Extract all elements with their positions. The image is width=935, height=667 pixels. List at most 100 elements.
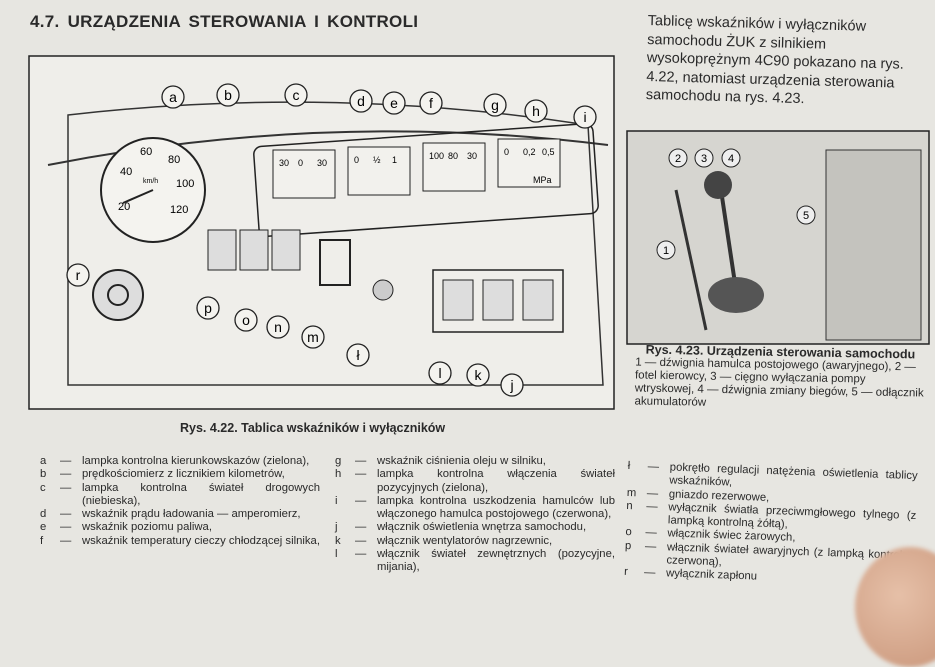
- legend-item: e—wskaźnik poziomu paliwa,: [40, 521, 320, 534]
- legend-dash: —: [60, 468, 72, 481]
- legend-key: p: [624, 539, 632, 552]
- legend-item: f—wskaźnik temperatury cieczy chłodzącej…: [40, 535, 320, 548]
- callout-circle: [196, 296, 220, 320]
- legend-dash: —: [60, 508, 72, 521]
- caption-body: 1 — dźwignia hamulca postojowego (awaryj…: [634, 356, 924, 409]
- intro-paragraph: Tablicę wskaźników i wyłączników samocho…: [645, 12, 905, 108]
- legend-text: lampka kontrolna świateł drogowych (nieb…: [82, 481, 320, 507]
- legend-item: k—włącznik wentylatorów nagrzewnic,: [335, 535, 615, 548]
- gauge-scale-label: 30: [279, 158, 289, 168]
- legend-item: j — włącznik oświetlenia wnętrza samochodu…: [335, 521, 615, 534]
- legend-text: włącznik świateł zewnętrznych (pozycyjne…: [377, 548, 615, 574]
- gauge: [497, 138, 561, 188]
- legend-dash: —: [644, 540, 657, 553]
- callout-label: 5: [803, 210, 809, 222]
- legend-dash: —: [355, 468, 367, 481]
- gauge: [272, 149, 336, 199]
- callout-circle: [382, 91, 406, 115]
- gauge-scale-label: 0,5: [542, 147, 555, 157]
- legend-key: d: [40, 508, 47, 521]
- legend-column-2: g—wskaźnik ciśnienia oleju w silniku,h—l…: [335, 455, 615, 575]
- legend-key: i: [335, 494, 338, 507]
- gauge-scale-label: 0: [504, 147, 509, 157]
- legend-dash: —: [355, 534, 367, 547]
- callout-label: i: [583, 109, 586, 125]
- speedo-tick: 120: [170, 204, 188, 216]
- callout-circle: [161, 85, 185, 109]
- legend-item: i—lampka kontrolna uszkodzenia hamulców …: [335, 495, 615, 522]
- callout-label: f: [429, 95, 433, 111]
- gauge-scale-label: 1: [392, 155, 397, 165]
- legend-dash: —: [355, 521, 367, 534]
- legend-item: h—lampka kontrolna włączenia świateł poz…: [335, 468, 615, 495]
- callout-label: k: [475, 367, 483, 383]
- callout-circle: [216, 83, 240, 107]
- legend-item: b—prędkościomierz z licznikiem kilometró…: [40, 468, 320, 481]
- figure-caption-4-23: Rys. 4.23. Urządzenia sterowania samocho…: [634, 343, 925, 413]
- gauge-scale-label: 100: [429, 151, 444, 161]
- callout-label: g: [491, 97, 499, 113]
- legend-text: lampka kontrolna uszkodzenia hamulców lu…: [377, 494, 615, 521]
- callout-circle: [301, 325, 325, 349]
- legend-dash: —: [646, 487, 659, 500]
- callout-label: d: [357, 93, 365, 109]
- callout-label: 4: [728, 153, 734, 165]
- legend-key: ł: [627, 460, 631, 473]
- callout-circle: [466, 363, 490, 387]
- legend-key: b: [40, 468, 47, 481]
- legend-key: a: [40, 455, 47, 467]
- legend-text: włącznik wentylatorów nagrzewnic,: [377, 534, 553, 547]
- callout-circle: [656, 240, 676, 260]
- callout-circle: [483, 93, 507, 117]
- callout-label: j: [509, 377, 513, 393]
- gauge-scale-label: 80: [448, 151, 458, 161]
- callout-label: o: [242, 312, 250, 328]
- legend-text: włącznik oświetlenia wnętrza samochodu,: [377, 521, 587, 534]
- legend-key: r: [623, 566, 629, 579]
- legend-text: wskaźnik prądu ładowania — amperomierz,: [82, 508, 301, 521]
- speedo-tick: 40: [120, 166, 132, 178]
- gauge-scale-label: 0,2: [523, 147, 536, 157]
- gauge-unit: MPa: [533, 175, 552, 185]
- gauge-scale-label: 0: [354, 155, 359, 165]
- legend-dash: —: [60, 481, 72, 494]
- legend-item: c — lampka kontrolna świateł drogowych (ni…: [40, 482, 320, 509]
- gauge-scale-label: 0: [298, 158, 303, 168]
- callout-circle: [234, 308, 258, 332]
- legend-key: c: [40, 481, 46, 494]
- callout-label: m: [307, 329, 319, 345]
- legend-key: f: [40, 534, 44, 547]
- callout-label: a: [169, 89, 177, 105]
- legend-text: lampka kontrolna kierunkowskazów (zielon…: [82, 455, 310, 467]
- callout-circle: [419, 91, 443, 115]
- gauge-scale-label: ½: [373, 155, 381, 165]
- callout-circle: [694, 148, 714, 168]
- callout-circle: [346, 343, 370, 367]
- callout-label: e: [390, 95, 398, 111]
- speedo-unit: km/h: [143, 178, 158, 185]
- callout-label: ł: [356, 347, 360, 363]
- legend-key: n: [626, 499, 633, 513]
- legend-key: l: [335, 548, 338, 561]
- legend-item: a—lampka kontrolna kierunkowskazów (ziel…: [40, 455, 320, 468]
- callout-circle: [796, 205, 816, 225]
- callout-circle: [573, 105, 597, 129]
- callout-circle: [284, 83, 308, 107]
- legend-key: j: [335, 521, 338, 534]
- legend-dash: —: [645, 527, 657, 540]
- callout-label: l: [438, 365, 441, 381]
- legend-key: h: [335, 468, 342, 481]
- callout-label: c: [293, 87, 300, 103]
- legend-key: g: [335, 455, 342, 467]
- gauge-scale-label: 30: [317, 158, 327, 168]
- legend-text: wskaźnik ciśnienia oleju w silniku,: [377, 455, 546, 467]
- callout-circle: [428, 361, 452, 385]
- callout-circle: [668, 148, 688, 168]
- legend-item: l—włącznik świateł zewnętrznych (pozycyj…: [335, 548, 615, 575]
- callout-label: 1: [663, 245, 669, 257]
- legend-dash: —: [647, 460, 660, 474]
- switches: [92, 229, 564, 333]
